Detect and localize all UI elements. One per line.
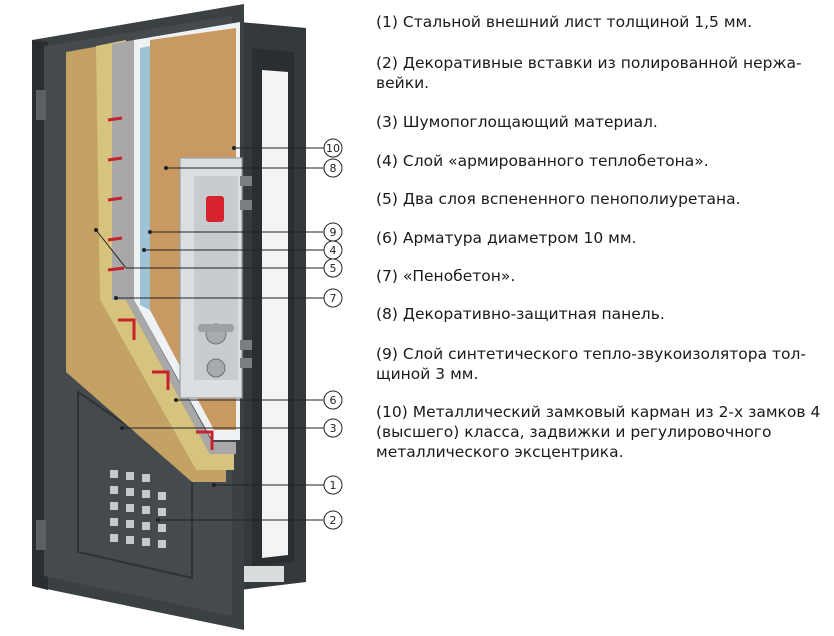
legend-item-3: (3) Шумопоглощающий материал. bbox=[376, 113, 658, 131]
decorative-inserts bbox=[110, 470, 166, 548]
callout-10: 10 bbox=[323, 138, 343, 158]
legend-item-5: (5) Два слоя вспененного пенополиуретана… bbox=[376, 190, 741, 208]
svg-text:10: 10 bbox=[326, 142, 340, 155]
upper-lock-mechanism bbox=[206, 196, 224, 222]
cutaway-layers bbox=[66, 22, 252, 482]
callout-5: 5 bbox=[323, 258, 343, 278]
rebar bbox=[107, 116, 214, 450]
callout-8: 8 bbox=[323, 158, 343, 178]
svg-text:4: 4 bbox=[330, 244, 337, 257]
legend-item-1: (1) Стальной внешний лист толщиной 1,5 м… bbox=[376, 13, 753, 31]
svg-text:9: 9 bbox=[330, 226, 337, 239]
svg-text:1: 1 bbox=[330, 479, 337, 492]
lower-lock bbox=[206, 358, 226, 378]
legend-item-6: (6) Арматура диаметром 10 мм. bbox=[376, 229, 637, 247]
door-handle bbox=[198, 324, 234, 332]
legend-item-7: (7) «Пенобетон». bbox=[376, 267, 516, 285]
callout-6: 6 bbox=[323, 390, 343, 410]
leader-lines bbox=[95, 147, 324, 521]
callout-3: 3 bbox=[323, 418, 343, 438]
callout-1: 1 bbox=[323, 475, 343, 495]
svg-text:7: 7 bbox=[330, 292, 337, 305]
lock-pocket bbox=[179, 157, 252, 399]
svg-text:2: 2 bbox=[330, 514, 337, 527]
callout-9: 9 bbox=[323, 222, 343, 242]
callout-7: 7 bbox=[323, 288, 343, 308]
callout-4: 4 bbox=[323, 240, 343, 260]
door-frame bbox=[240, 22, 306, 590]
legend-item-2: (2) Декоративные вставки из полированной… bbox=[376, 54, 802, 92]
leader-dots bbox=[94, 146, 236, 522]
legend-item-8: (8) Декоративно-защитная панель. bbox=[376, 305, 665, 323]
upper-hinge bbox=[36, 90, 46, 120]
legend-item-9: (9) Слой синтетического тепло-звукоизоля… bbox=[376, 345, 807, 383]
svg-text:8: 8 bbox=[330, 162, 337, 175]
lower-hinge bbox=[36, 520, 46, 550]
legend-item-4: (4) Слой «армированного теплобетона». bbox=[376, 152, 709, 170]
svg-text:3: 3 bbox=[330, 422, 337, 435]
svg-text:6: 6 bbox=[330, 394, 337, 407]
svg-text:5: 5 bbox=[330, 262, 337, 275]
callout-2: 2 bbox=[323, 510, 343, 530]
legend-item-10: (10) Металлический замковый карман из 2-… bbox=[376, 403, 821, 461]
